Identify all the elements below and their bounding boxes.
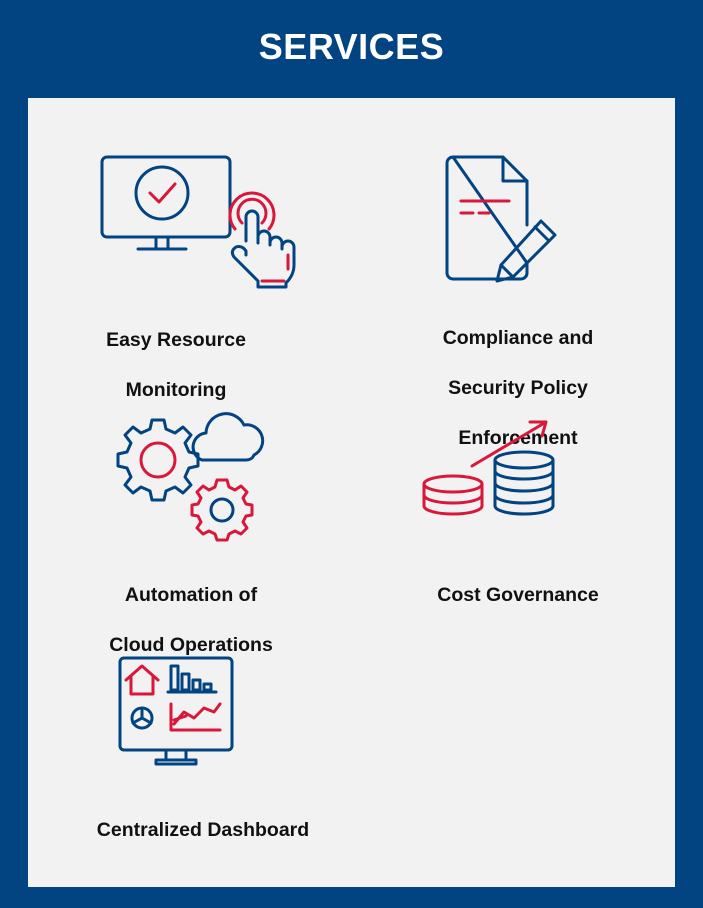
dashboard-monitor-icon — [118, 656, 234, 766]
coins-growth-icon — [422, 420, 555, 516]
service-label: Cost Governance — [437, 584, 599, 606]
service-automation-cloud: Automation of Cloud Operations — [28, 388, 348, 656]
service-label: Compliance and Security Policy Enforceme… — [442, 327, 594, 449]
service-label: Centralized Dashboard — [96, 819, 310, 841]
service-easy-resource-monitoring: Easy Resource Monitoring — [28, 98, 348, 401]
service-label: Automation of Cloud Operations — [109, 584, 273, 656]
service-cost-governance: Cost Governance — [348, 388, 675, 628]
service-compliance-security: Compliance and Security Policy Enforceme… — [348, 98, 675, 449]
service-centralized-dashboard: Centralized Dashboard — [28, 628, 348, 868]
gears-cloud-icon — [116, 412, 265, 542]
document-pencil-icon — [445, 155, 557, 283]
services-panel: Easy Resource Monitoring Compliance and … — [28, 98, 675, 887]
service-label: Easy Resource Monitoring — [106, 329, 246, 401]
page-title: SERVICES — [258, 26, 445, 67]
monitor-touch-icon — [100, 155, 296, 289]
